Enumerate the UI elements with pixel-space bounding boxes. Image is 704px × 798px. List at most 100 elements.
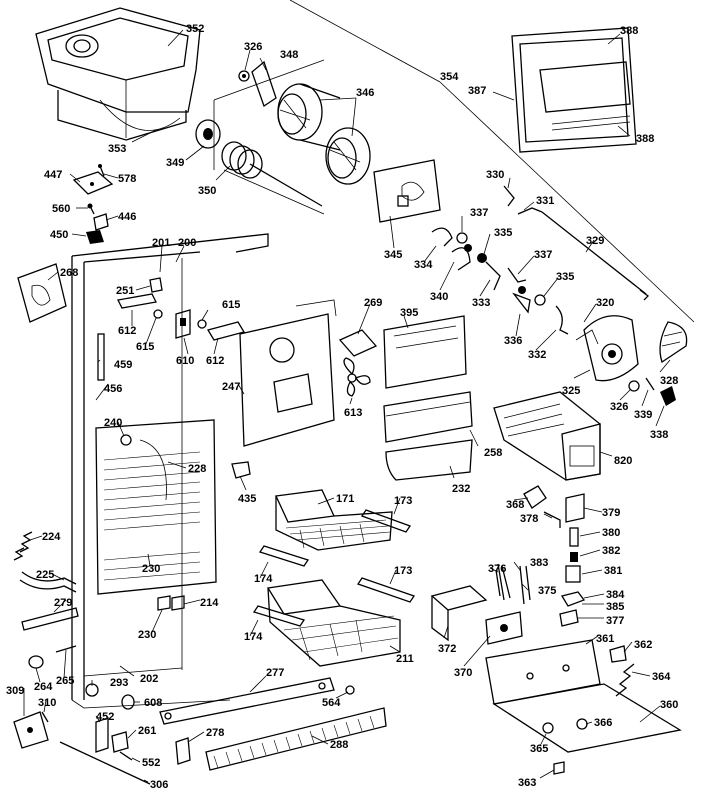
- part-number-label: 452: [96, 711, 114, 723]
- gear-part-340: [451, 244, 472, 271]
- clip-part-261: [111, 731, 129, 753]
- washer-part-326-b: [628, 380, 640, 392]
- bracket-part-368: [523, 485, 547, 509]
- part-number-label: 293: [110, 677, 128, 689]
- part-number-label: 387: [468, 85, 486, 97]
- part-number-label: 173: [394, 565, 412, 577]
- control-board-part-395: [383, 315, 467, 389]
- part-number-label: 310: [38, 697, 56, 709]
- ice-bucket-part-352: [35, 7, 201, 141]
- gear-part-349: [195, 119, 221, 149]
- rail-part-279: [21, 607, 79, 631]
- lever-part-378: [543, 511, 561, 528]
- tray-part-258: [383, 391, 473, 443]
- part-number-label: 338: [650, 429, 668, 441]
- part-number-label: 610: [176, 355, 194, 367]
- screw-part-564: [345, 685, 355, 695]
- coil-part-381: [565, 565, 581, 583]
- rail-part-174-b: [252, 605, 306, 627]
- part-number-label: 446: [118, 211, 136, 223]
- part-number-label: 368: [506, 499, 524, 511]
- part-number-label: 334: [414, 259, 433, 271]
- switch-part-610: [175, 309, 191, 339]
- part-number-label: 268: [60, 267, 78, 279]
- part-number-label: 337: [534, 249, 552, 261]
- part-number-label: 447: [44, 169, 62, 181]
- part-number-label: 377: [606, 615, 624, 627]
- part-number-label: 278: [206, 727, 224, 739]
- arm-part-332: [555, 305, 569, 335]
- clip-part-435: [231, 461, 251, 479]
- cabinet-frame-part-200: [71, 233, 269, 709]
- washer-part-326: [238, 70, 250, 82]
- part-number-label: 269: [364, 297, 382, 309]
- part-number-label: 363: [518, 777, 536, 789]
- pin-part-265: [55, 645, 77, 653]
- rod-part-331: [517, 207, 543, 215]
- part-number-label: 173: [394, 495, 412, 507]
- part-number-label: 365: [530, 743, 548, 755]
- part-number-label: 264: [34, 681, 53, 693]
- part-number-label: 279: [54, 597, 72, 609]
- part-number-label: 339: [634, 409, 652, 421]
- bumper-part-608: [121, 694, 135, 710]
- part-number-label: 372: [438, 643, 456, 655]
- part-number-label: 333: [472, 297, 490, 309]
- part-number-label: 612: [118, 325, 136, 337]
- part-number-label: 230: [138, 629, 156, 641]
- panel-part-360: [492, 683, 682, 753]
- cam-part-337-b: [507, 267, 527, 294]
- part-number-label: 211: [396, 653, 414, 665]
- knob-part-338: [660, 386, 676, 406]
- part-number-label: 613: [344, 407, 362, 419]
- roller-part-269: [338, 329, 378, 357]
- part-number-label: 366: [594, 717, 612, 729]
- basket-part-211: [266, 579, 401, 667]
- part-number-label: 615: [136, 341, 154, 353]
- lever-part-336: [512, 292, 531, 314]
- part-number-label: 388: [620, 25, 638, 37]
- light-part-268: [17, 263, 67, 323]
- rail-part-173-b: [356, 577, 416, 603]
- cam-part-334: [431, 227, 453, 247]
- clip-part-362: [609, 645, 627, 663]
- part-number-label: 364: [652, 671, 671, 683]
- rod-part-329: [541, 211, 649, 301]
- part-number-label: 174: [244, 631, 263, 643]
- clip-part-251: [149, 277, 163, 293]
- part-number-label: 376: [488, 563, 506, 575]
- part-number-label: 306: [150, 779, 168, 791]
- clip-part-278: [175, 737, 191, 765]
- part-number-label: 395: [400, 307, 418, 319]
- part-number-label: 375: [538, 585, 556, 597]
- pad-part-366: [576, 718, 588, 730]
- toe-grille-part-288: [205, 707, 387, 771]
- part-number-label: 309: [6, 685, 24, 697]
- part-number-label: 328: [660, 375, 678, 387]
- spring-part-335-a: [477, 253, 487, 263]
- part-number-label: 335: [494, 227, 512, 239]
- clip-part-446: [93, 213, 109, 231]
- part-number-label: 326: [244, 41, 262, 53]
- solenoid-part-379: [565, 493, 585, 523]
- part-number-label: 261: [138, 725, 156, 737]
- part-number-label: 450: [50, 229, 68, 241]
- part-number-label: 385: [606, 601, 624, 613]
- part-number-label: 379: [602, 507, 620, 519]
- bracket-part-612-b: [206, 321, 246, 341]
- part-number-label: 378: [520, 513, 538, 525]
- part-number-label: 345: [384, 249, 402, 261]
- part-number-label: 354: [440, 71, 459, 83]
- screw-part-578: [98, 164, 105, 177]
- tray-part-232: [385, 439, 473, 481]
- cover-part-328: [659, 321, 688, 364]
- motor-part-325: [575, 315, 639, 382]
- part-number-label: 171: [336, 493, 354, 505]
- part-number-label: 612: [206, 355, 224, 367]
- part-number-label: 384: [606, 589, 625, 601]
- part-number-label: 247: [222, 381, 240, 393]
- plate-part-345: [373, 159, 441, 223]
- fan-part-613: [343, 357, 371, 397]
- screw-part-310: [41, 711, 49, 723]
- part-number-label: 360: [660, 699, 678, 711]
